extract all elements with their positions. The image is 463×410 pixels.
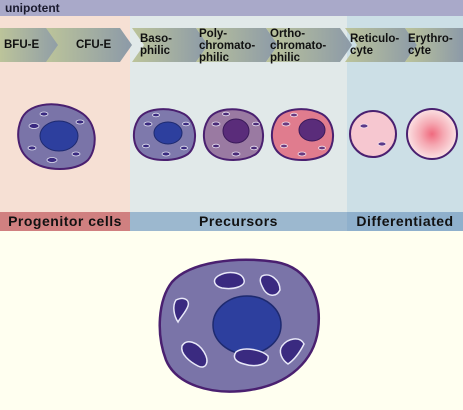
- lineage-bar: unipotent: [0, 0, 463, 16]
- orthochromatophilic-cell: [270, 108, 334, 161]
- stage-label-orthochromatophilic: Ortho- chromato- philic: [270, 28, 327, 64]
- erythrocyte-cell: [406, 108, 458, 160]
- stage-label-cfu: CFU-E: [76, 39, 112, 51]
- polychromatophilic-cell: [202, 108, 264, 161]
- stage-label-basophilic: Baso- philic: [140, 33, 172, 57]
- group-label-progenitor: Progenitor cells: [0, 212, 130, 231]
- stage-label-reticulocyte: Reticulo- cyte: [350, 33, 400, 57]
- group-label-differentiated: Differentiated: [347, 212, 463, 231]
- reticulocyte-cell: [349, 110, 397, 158]
- stage-arrows: [0, 28, 463, 62]
- stage-label-polychromatophilic: Poly- chromato- philic: [199, 28, 256, 64]
- progenitor-cell: [17, 103, 96, 170]
- group-label-precursors: Precursors: [130, 212, 347, 231]
- stage-label-bfu: BFU-E: [4, 39, 40, 51]
- basophilic-cell: [132, 108, 196, 161]
- enlarged-cell-detail: [158, 258, 320, 393]
- lineage-label: unipotent: [5, 1, 60, 15]
- stage-label-erythrocyte: Erythro- cyte: [408, 33, 453, 57]
